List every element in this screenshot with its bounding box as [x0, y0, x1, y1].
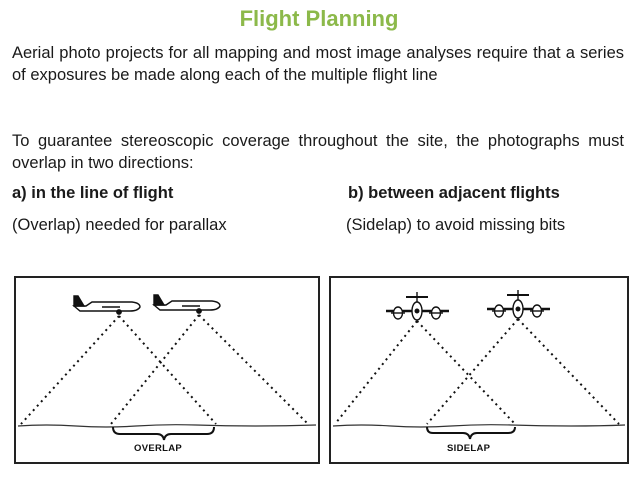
ground-line [17, 424, 317, 428]
heading-line-of-flight: a) in the line of flight [12, 184, 174, 202]
coverage-lines [334, 318, 620, 425]
paragraph-aerial-photo-projects: Aerial photo projects for all mapping an… [12, 44, 624, 84]
sidelap-diagram [332, 290, 626, 440]
overlap-diagram [17, 294, 317, 441]
airplane-side-icon [152, 294, 221, 314]
overlap-caption: OVERLAP [134, 443, 183, 454]
airplane-side-icon [72, 295, 141, 315]
airplane-front-icon [487, 290, 550, 319]
airplane-front-icon [386, 292, 449, 321]
slide-title: Flight Planning [239, 6, 399, 31]
sidelap-figure: SIDELAP [329, 276, 629, 464]
sidelap-brace [426, 426, 516, 440]
heading-adjacent-flights: b) between adjacent flights [348, 184, 560, 202]
sidelap-caption: SIDELAP [447, 443, 491, 454]
note-overlap: (Overlap) needed for parallax [12, 216, 227, 234]
paragraph-stereoscopic-coverage: To guarantee stereoscopic coverage throu… [12, 132, 624, 172]
ground-line [332, 424, 626, 428]
note-sidelap: (Sidelap) to avoid missing bits [346, 216, 566, 234]
overlap-figure: OVERLAP [14, 276, 320, 464]
coverage-lines [20, 314, 309, 425]
overlap-brace [112, 426, 215, 441]
